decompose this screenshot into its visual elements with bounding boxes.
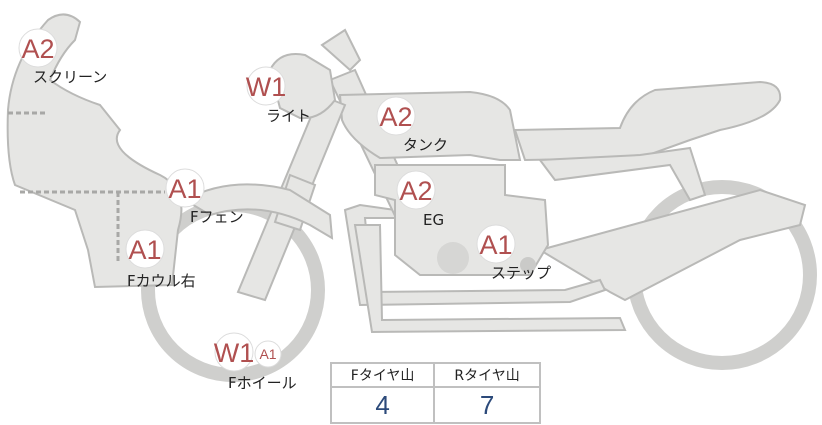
badge-f-wheel[interactable]: W1 A1 (214, 332, 282, 372)
badge-tank-grade: A2 (379, 102, 412, 132)
fairing (6, 13, 183, 289)
badge-f-fender[interactable]: A1 (165, 168, 205, 208)
badge-f-cowl-right[interactable]: A1 (125, 229, 165, 269)
badge-light[interactable]: W1 (246, 66, 287, 106)
header-front-tire-tread: Fタイヤ山 (329, 362, 436, 388)
rear-frame (538, 146, 707, 202)
badge-tank[interactable]: A2 (376, 96, 416, 136)
label-light: ライト (266, 107, 311, 125)
swing-arm (537, 188, 807, 302)
exhaust-pipe-2 (353, 224, 627, 334)
value-front-tire-tread: 4 (329, 386, 436, 424)
value-rear-tire-tread: 7 (433, 386, 541, 424)
label-tank: タンク (403, 136, 448, 154)
badge-screen-grade: A2 (21, 34, 54, 64)
header-rear-tire-tread: Rタイヤ山 (433, 362, 541, 388)
tire-tread-table: Fタイヤ山 Rタイヤ山 4 7 (329, 362, 541, 424)
badge-f-wheel-grade-secondary: A1 (259, 346, 276, 362)
badge-step[interactable]: A1 (476, 224, 516, 264)
badge-engine-grade: A2 (399, 176, 432, 206)
badge-step-grade: A1 (479, 230, 512, 260)
badge-light-grade: W1 (246, 72, 287, 102)
label-screen: スクリーン (33, 68, 107, 86)
headlight (268, 53, 337, 120)
label-f-fender: Fフェン (190, 208, 244, 226)
badge-engine[interactable]: A2 (396, 170, 436, 210)
label-engine: EG (423, 211, 444, 229)
badge-f-wheel-grade: W1 (214, 338, 255, 368)
badge-f-fender-grade: A1 (168, 174, 201, 204)
seat (513, 80, 782, 162)
label-f-wheel: Fホイール (228, 374, 297, 392)
label-f-cowl-right: Fカウル右 (127, 272, 196, 290)
step-peg (520, 257, 536, 273)
badge-f-cowl-right-grade: A1 (128, 235, 161, 265)
badge-screen[interactable]: A2 (18, 28, 58, 68)
label-step: ステップ (491, 264, 551, 282)
front-fender (183, 183, 334, 240)
handlebar (320, 28, 362, 72)
engine-cover (437, 242, 469, 274)
